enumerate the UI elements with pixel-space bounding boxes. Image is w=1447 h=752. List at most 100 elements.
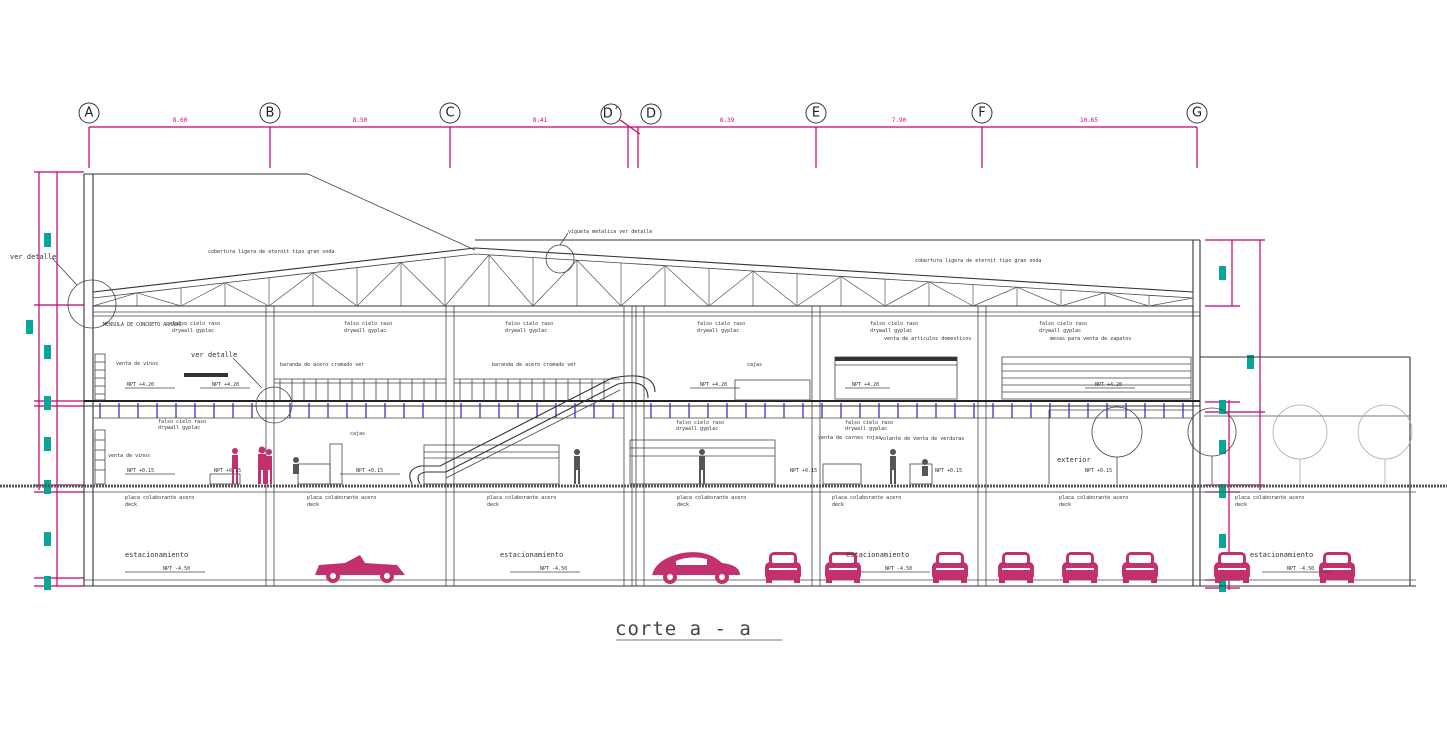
level-markers-left xyxy=(26,233,51,590)
section-title: corte a - a xyxy=(615,618,752,640)
ground-level xyxy=(0,484,1447,493)
venta-verduras: volante de venta de verduras xyxy=(880,436,964,442)
axis-label-f: F xyxy=(978,106,985,121)
car-icon xyxy=(1122,552,1158,583)
axis-bubble-d: D xyxy=(640,103,662,125)
annotation-labels: ver detalle ver detalle vigueta metalica… xyxy=(10,229,1314,572)
falso-cielo-2: falso cielo raso xyxy=(344,321,392,327)
dimension-e-f: 7.90 xyxy=(892,117,907,124)
drywall-4: drywall gyplac xyxy=(697,328,739,334)
balustrade-posts xyxy=(279,379,605,401)
axis-label-a: A xyxy=(85,106,94,121)
npt-basement-1: NPT -4.50 xyxy=(163,566,190,572)
estacionamiento-4: estacionamiento xyxy=(1250,551,1313,559)
axis-bubble-e: E xyxy=(805,102,827,124)
vigueta-label: vigueta metalica ver detalle xyxy=(568,229,652,235)
axis-bubble-f: F xyxy=(971,102,993,124)
npt-ground-5: NPT +0.15 xyxy=(935,468,962,474)
venta-articulos: venta de artículos domesticos xyxy=(884,335,971,342)
drywall-6: drywall gyplac xyxy=(1039,328,1081,334)
falso-cielo-3: falso cielo raso xyxy=(505,321,553,327)
deck-7: deck xyxy=(1235,502,1247,508)
cobertura-right: cobertura ligera de eternit tipo gran on… xyxy=(915,258,1041,264)
mesas-label: mesas para venta de zapatos xyxy=(1050,336,1131,342)
falso-cielo-5: falso cielo raso xyxy=(870,321,918,327)
npt-ground-3: NPT +0.15 xyxy=(356,468,383,474)
label-leaders xyxy=(125,387,1330,573)
npt-upper-3: NPT +4.20 xyxy=(700,382,727,388)
car-icon xyxy=(825,552,861,583)
npt-upper-1: NPT +4.20 xyxy=(127,382,154,388)
estacionamiento-3: estacionamiento xyxy=(846,551,909,559)
axis-label-c: C xyxy=(445,106,454,121)
deck-4: deck xyxy=(677,502,689,508)
dimension-c-d: 8.41 xyxy=(533,117,548,124)
mensula-label: MÉNSULA DE CONCRETO ARMADO xyxy=(103,320,181,328)
venta-vinos-lower: venta de vinos xyxy=(108,453,150,459)
deck-1: deck xyxy=(125,502,137,508)
placa-6: placa colaborante acero xyxy=(1059,495,1128,501)
deck-5: deck xyxy=(832,502,844,508)
building-outline xyxy=(83,173,1416,587)
car-icon xyxy=(1319,552,1355,583)
placa-3: placa colaborante acero xyxy=(487,495,556,501)
upper-floor-slab xyxy=(84,400,1200,419)
drywall-5: drywall gyplac xyxy=(870,328,912,334)
level-dimension-left xyxy=(34,171,84,587)
drywall-2: drywall gyplac xyxy=(344,328,386,334)
upper-floor-elements xyxy=(94,353,1192,401)
axis-bubble-d-prime: D´ xyxy=(600,103,622,125)
axis-label-g: G xyxy=(1192,106,1202,121)
truss-webs xyxy=(92,254,1194,307)
level-markers-right xyxy=(1219,266,1254,592)
npt-ground-6: NPT +0.15 xyxy=(1085,468,1112,474)
venta-carnes: venta de carnes rojas xyxy=(818,435,881,441)
npt-upper-5: NPT +4.20 xyxy=(1095,382,1122,388)
axis-bubble-c: C xyxy=(439,102,461,124)
axis-label-d: D xyxy=(646,107,656,122)
escalator-icon xyxy=(409,375,656,485)
npt-upper-4: NPT +4.20 xyxy=(852,382,879,388)
axis-label-b: B xyxy=(266,106,275,121)
deck-6: deck xyxy=(1059,502,1071,508)
detail-callouts xyxy=(51,232,575,424)
npt-ground-1: NPT +0.15 xyxy=(127,468,154,474)
placa-4: placa colaborante acero xyxy=(677,495,746,501)
estacionamiento-2: estacionamiento xyxy=(500,551,563,559)
car-icon xyxy=(652,552,740,584)
axis-bubble-g: G xyxy=(1186,102,1208,124)
npt-basement-3: NPT -4.50 xyxy=(885,566,912,572)
estacionamiento-1: estacionamiento xyxy=(125,551,188,559)
npt-basement-4: NPT -4.50 xyxy=(1287,566,1314,572)
axis-label-d-prime: D´ xyxy=(603,107,620,122)
ver-detalle-left: ver detalle xyxy=(10,253,56,261)
axis-bubble-a: A xyxy=(78,102,100,124)
placa-1: placa colaborante acero xyxy=(125,495,194,501)
person-icon xyxy=(232,446,928,484)
tree-icon xyxy=(1091,404,1413,484)
ceiling-hangers xyxy=(99,403,1184,418)
falso-cielo-lower-3: falso cielo raso xyxy=(845,420,893,426)
cajas-lower: cajas xyxy=(350,431,365,437)
npt-basement-2: NPT -4.50 xyxy=(540,566,567,572)
baranda-2: baranda de acero cromado ver xyxy=(492,362,576,368)
cobertura-left: cobertura ligera de eternit tipo gran on… xyxy=(208,249,334,255)
car-icon xyxy=(1062,552,1098,583)
roof-truss xyxy=(92,247,1200,317)
axis-label-e: E xyxy=(812,106,820,121)
falso-cielo-6: falso cielo raso xyxy=(1039,321,1087,327)
car-icon xyxy=(1214,552,1250,583)
falso-cielo-1: falso cielo raso xyxy=(172,321,220,327)
ground-floor-elements xyxy=(94,409,1410,485)
car-icon xyxy=(998,552,1034,583)
car-icon xyxy=(315,555,405,583)
dimension-a-b: 8.60 xyxy=(173,117,188,124)
falso-cielo-lower-1: falso cielo raso xyxy=(158,419,206,425)
car-icon xyxy=(765,552,801,583)
falso-cielo-4: falso cielo raso xyxy=(697,321,745,327)
car-icon xyxy=(315,552,1355,584)
dimension-d-e: 8.39 xyxy=(720,117,735,124)
npt-upper-2: NPT +4.20 xyxy=(212,382,239,388)
axis-bubble-b: B xyxy=(259,102,281,124)
